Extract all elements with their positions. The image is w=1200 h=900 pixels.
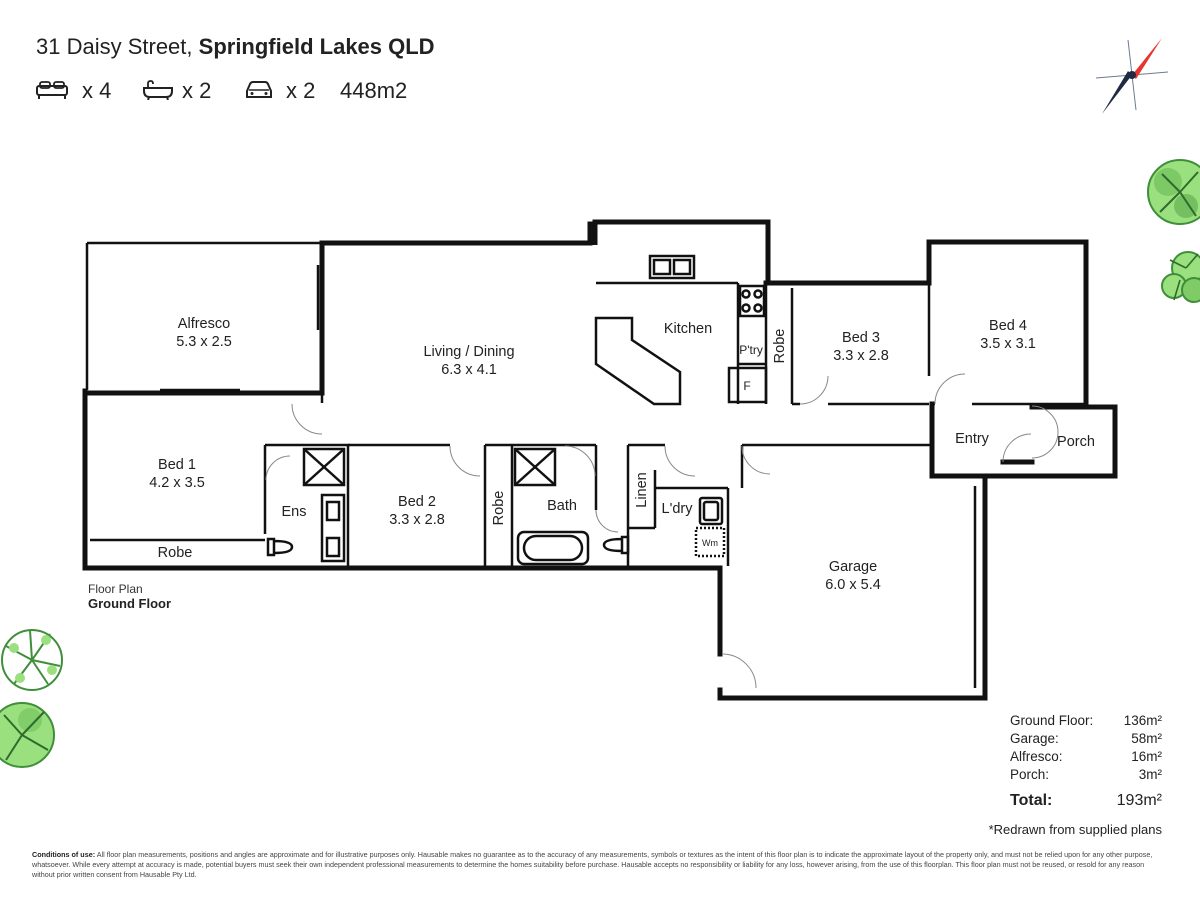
pantry-label: P'try bbox=[739, 343, 763, 357]
area-value: 136m² bbox=[1123, 713, 1162, 728]
tree-left-icon bbox=[0, 629, 63, 768]
wm-label: Wm bbox=[702, 538, 718, 548]
bed-icon bbox=[36, 81, 68, 99]
area-row: Ground Floor: 136m² bbox=[1010, 712, 1162, 730]
car-count: x 2 bbox=[286, 78, 316, 103]
total-label: Total: bbox=[1010, 792, 1053, 809]
area-row: Porch: 3m² bbox=[1010, 766, 1162, 784]
laundry-label: L'dry bbox=[662, 501, 694, 517]
entry-label: Entry bbox=[955, 431, 990, 447]
area-label: Alfresco: bbox=[1010, 749, 1063, 764]
alfresco-dims: 5.3 x 2.5 bbox=[176, 334, 232, 350]
bed4-label: Bed 4 bbox=[989, 318, 1027, 334]
conditions-heading: Conditions of use: bbox=[32, 850, 96, 859]
interior-walls bbox=[85, 241, 1086, 688]
linen-label: Linen bbox=[634, 472, 650, 507]
area-label: Garage: bbox=[1010, 731, 1059, 746]
kitchen-label: Kitchen bbox=[664, 321, 712, 337]
area-row: Alfresco: 16m² bbox=[1010, 748, 1162, 766]
area-value: 3m² bbox=[1138, 767, 1162, 782]
fridge-label: F bbox=[743, 379, 750, 393]
bed1-label: Bed 1 bbox=[158, 457, 196, 473]
land-area: 448m2 bbox=[340, 78, 408, 103]
tree-right-icon bbox=[1147, 159, 1200, 303]
conditions-of-use: Conditions of use: All floor plan measur… bbox=[32, 850, 1167, 880]
area-value: 58m² bbox=[1131, 731, 1162, 746]
garage-dims: 6.0 x 5.4 bbox=[825, 577, 881, 593]
garage-label: Garage bbox=[829, 559, 877, 575]
bed3-label: Bed 3 bbox=[842, 330, 880, 346]
bath-label: Bath bbox=[547, 498, 577, 514]
area-label: Ground Floor: bbox=[1010, 713, 1094, 728]
door-swings bbox=[265, 373, 1059, 689]
bath-icon bbox=[143, 80, 173, 100]
bed1-dims: 4.2 x 3.5 bbox=[149, 475, 205, 491]
suburb-text: Springfield Lakes QLD bbox=[198, 34, 435, 59]
porch-label: Porch bbox=[1057, 434, 1095, 450]
total-value: 193m² bbox=[1116, 792, 1162, 809]
redrawn-note: *Redrawn from supplied plans bbox=[988, 822, 1162, 837]
robe3-label: Robe bbox=[772, 329, 788, 364]
alfresco-label: Alfresco bbox=[178, 316, 230, 332]
living-dims: 6.3 x 4.1 bbox=[441, 362, 497, 378]
street-text: 31 Daisy Street, bbox=[36, 34, 193, 59]
bath-count: x 2 bbox=[182, 78, 212, 103]
area-value: 16m² bbox=[1131, 749, 1162, 764]
compass-icon bbox=[1095, 38, 1169, 114]
robe1-label: Robe bbox=[158, 545, 193, 561]
area-summary: Ground Floor: 136m² Garage: 58m² Alfresc… bbox=[1010, 712, 1162, 812]
floor-name: Ground Floor bbox=[88, 596, 172, 611]
total-row: Total: 193m² bbox=[1010, 790, 1162, 812]
bed2-label: Bed 2 bbox=[398, 494, 436, 510]
bed3-dims: 3.3 x 2.8 bbox=[833, 348, 889, 364]
robe2-label: Robe bbox=[491, 491, 507, 526]
area-label: Porch: bbox=[1010, 767, 1050, 782]
living-label: Living / Dining bbox=[423, 344, 514, 360]
area-row: Garage: 58m² bbox=[1010, 730, 1162, 748]
property-address: 31 Daisy Street, Springfield Lakes QLD bbox=[36, 34, 435, 60]
bed-count: x 4 bbox=[82, 78, 112, 103]
exterior-walls bbox=[82, 219, 1118, 701]
ens-label: Ens bbox=[282, 504, 307, 520]
bed2-dims: 3.3 x 2.8 bbox=[389, 512, 445, 528]
floor-plan-label: Floor Plan bbox=[88, 582, 143, 596]
car-icon bbox=[246, 81, 272, 98]
conditions-text: All floor plan measurements, positions a… bbox=[32, 850, 1153, 879]
bed4-dims: 3.5 x 3.1 bbox=[980, 336, 1036, 352]
